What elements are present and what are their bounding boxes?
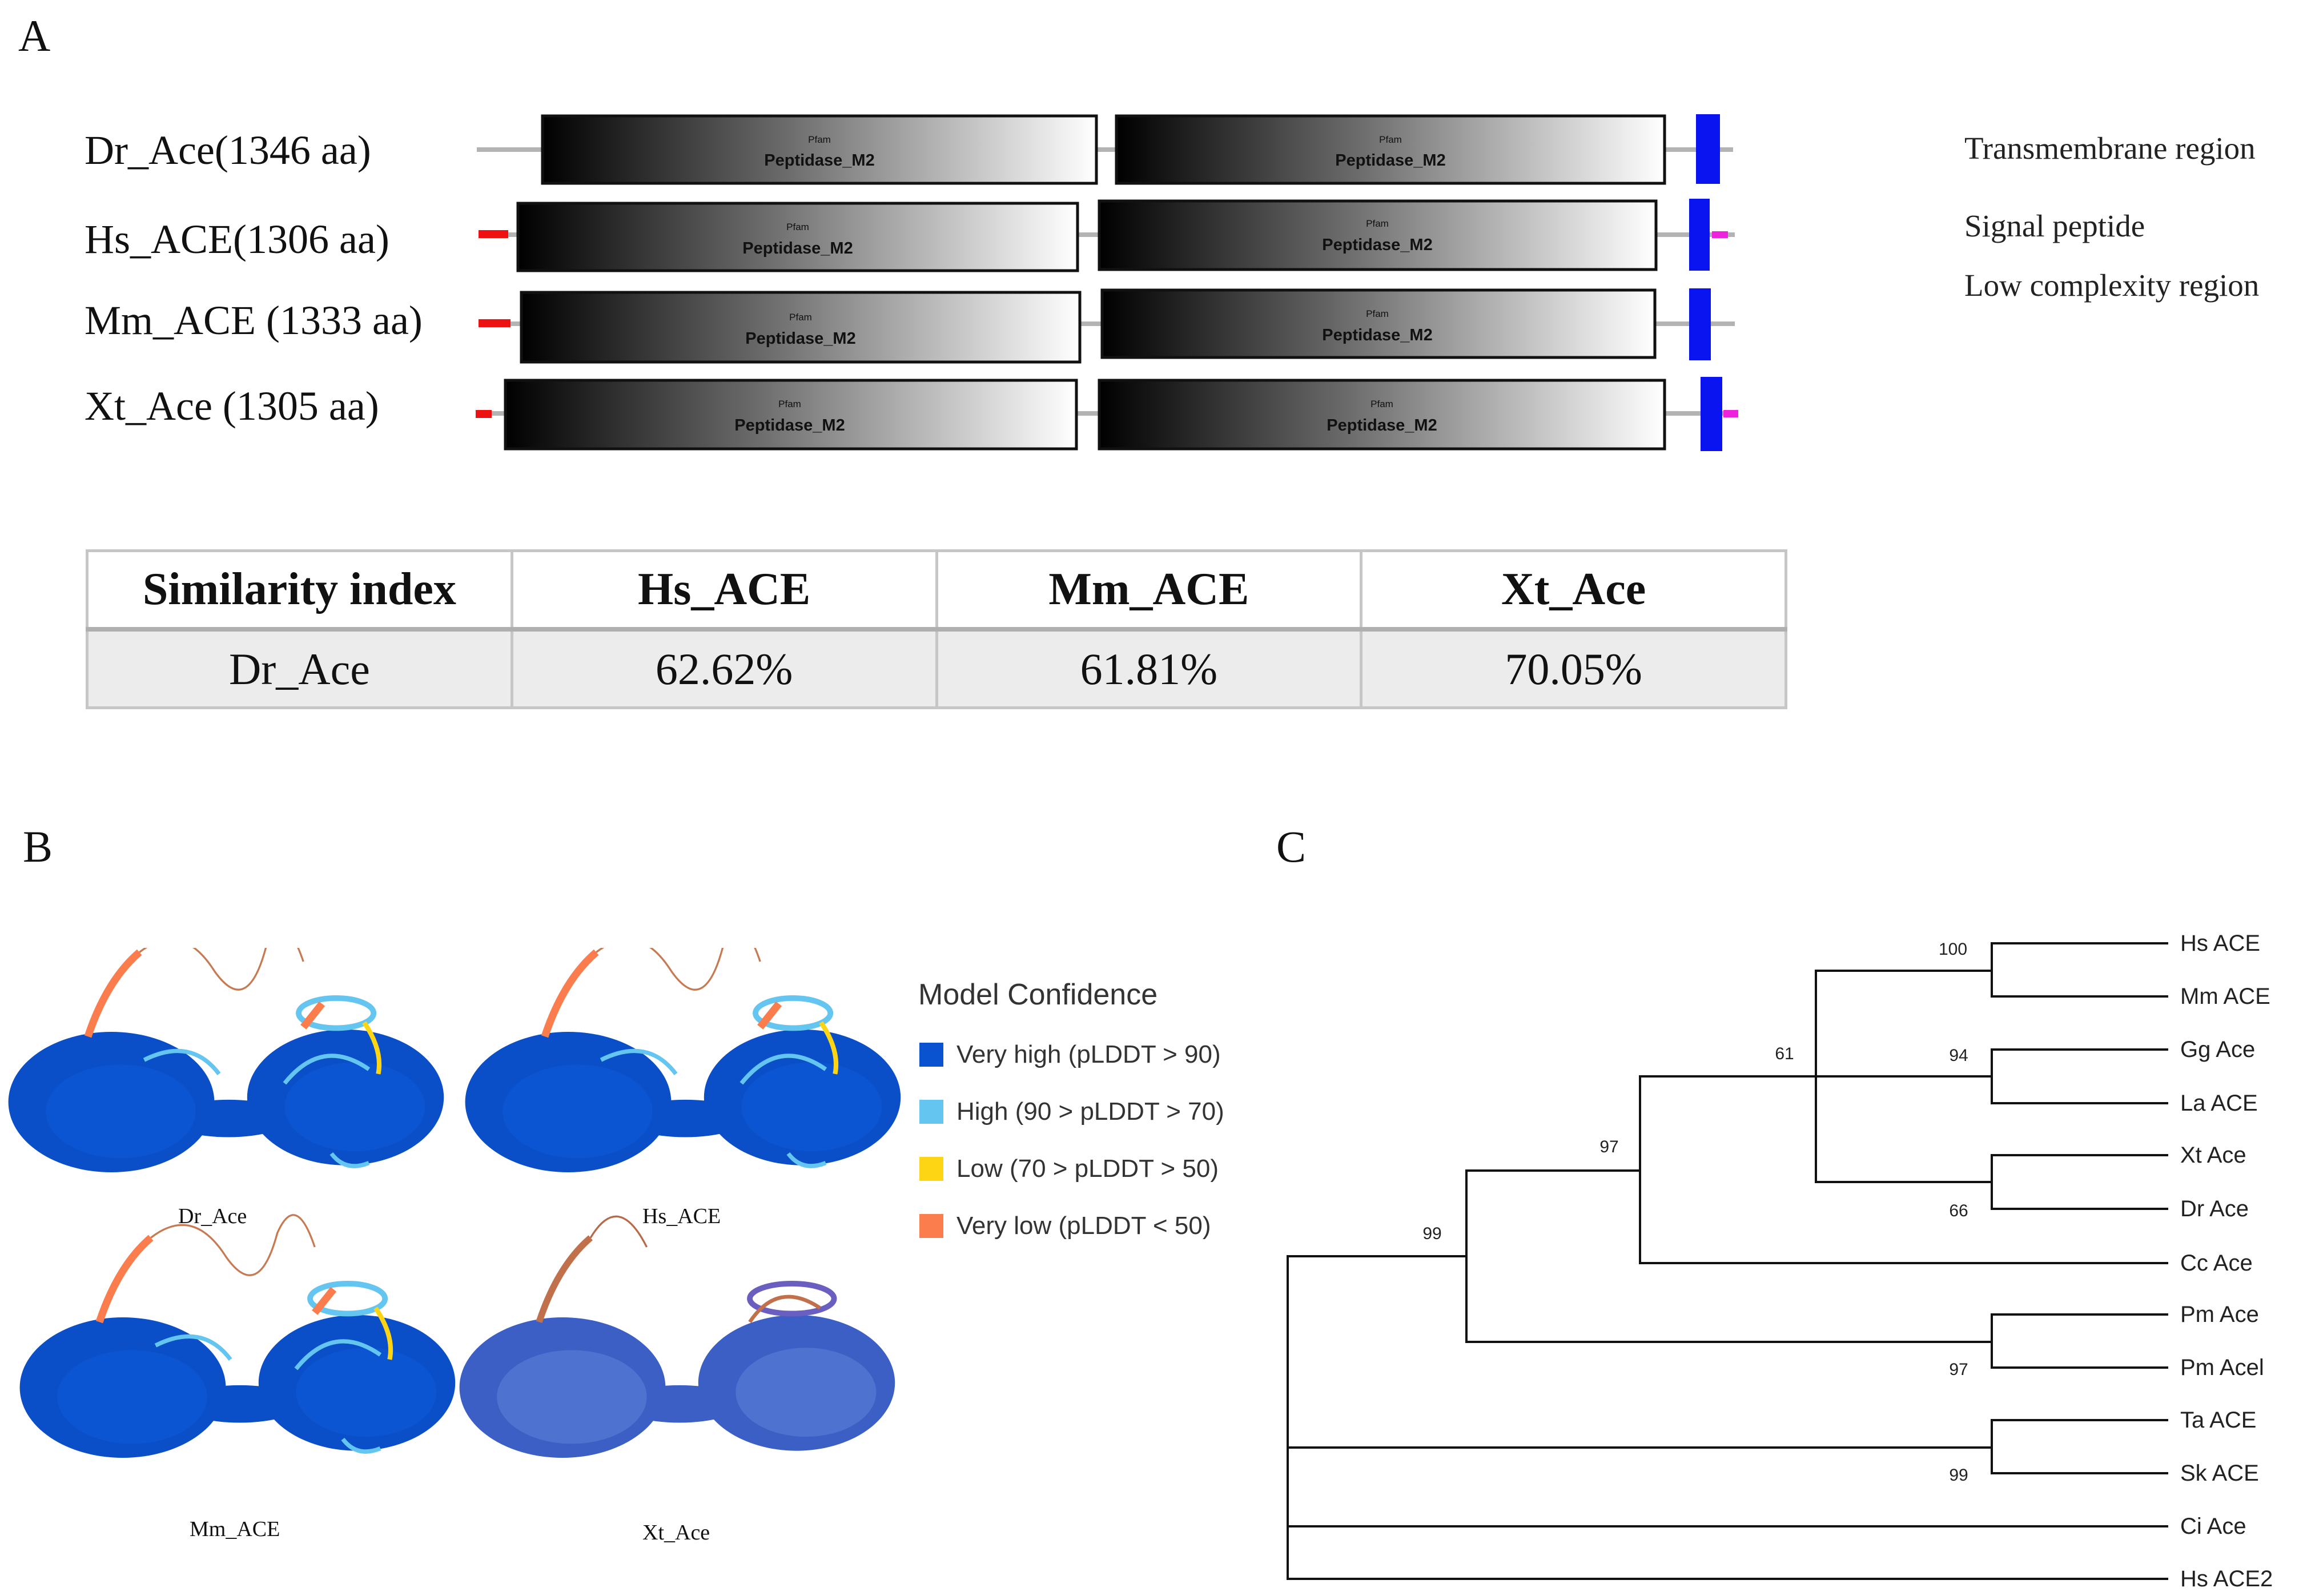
transmembrane-region [1689,288,1711,360]
domain-source: Pfam [1370,399,1393,409]
structure-label-xt-ace: Xt_Ace [642,1521,710,1545]
tree-leaf-label: Ta ACE [2180,1408,2256,1433]
bootstrap-value: 66 [1949,1201,1968,1220]
tree-leaf-label: Pm Ace [2180,1302,2259,1327]
transmembrane-region [1696,114,1720,184]
tree-leaf-label: Gg Ace [2180,1037,2255,1062]
tree-leaf-label: Pm Acel [2180,1355,2264,1380]
peptidase-m2-domain [1098,199,1658,271]
signal-peptide [479,230,508,238]
legend-label-low: Low (70 > pLDDT > 50) [956,1155,1219,1183]
protein-label-mm-ace: Mm_ACE (1333 aa) [85,298,423,343]
domain-source: Pfam [786,222,809,232]
bootstrap-value: 99 [1949,1466,1968,1485]
protein-label-dr-ace: Dr_Ace(1346 aa) [85,127,371,173]
tree-leaf-label: Dr Ace [2180,1196,2249,1221]
value-cell: 61.81% [935,628,1363,709]
similarity-table: Similarity index Hs_ACE Mm_ACE Xt_Ace Dr… [86,549,1787,709]
legend-label-transmembrane: Transmembrane region [1964,131,2256,166]
peptidase-m2-domain [520,291,1082,364]
legend-swatch-low [919,1157,943,1181]
legend-label-very-low: Very low (pLDDT < 50) [956,1212,1211,1240]
domain-label: Peptidase_M2 [745,329,855,348]
transmembrane-region [1701,377,1722,451]
domain-label: Peptidase_M2 [742,239,853,258]
protein-row-mm-ace [479,288,1735,364]
value-cell: 70.05% [1360,628,1787,709]
header-cell: Similarity index [86,549,513,632]
protein-backbone [477,147,1733,152]
domain-architecture-diagram: Pfam Peptidase_M2 Pfam Peptidase_M2 Pfam… [476,114,1738,451]
domain-source: Pfam [808,134,831,145]
tree-leaf-label: La ACE [2180,1091,2258,1116]
panel-letter-b: B [23,822,53,871]
signal-peptide [479,319,511,327]
legend-label-low-complexity: Low complexity region [1964,268,2260,303]
tree-leaf-label: Ci Ace [2180,1514,2246,1539]
legend-swatch-high [919,1100,943,1124]
header-cell: Hs_ACE [510,549,938,632]
peptidase-m2-domain [1100,288,1657,359]
domain-source: Pfam [778,399,801,409]
bootstrap-value: 99 [1422,1224,1441,1243]
low-complexity-region [1712,231,1728,238]
bootstrap-value: 100 [1939,940,1967,959]
legend-swatch-very-low [919,1214,943,1238]
tree-leaf-label: Hs ACE2 [2180,1566,2273,1591]
domain-label: Peptidase_M2 [734,416,845,435]
header-cell: Xt_Ace [1360,549,1787,632]
legend-label-high: High (90 > pLDDT > 70) [956,1097,1224,1125]
header-cell: Mm_ACE [935,549,1363,632]
protein-label-xt-ace: Xt_Ace (1305 aa) [85,383,379,429]
domain-source: Pfam [1366,308,1389,319]
table-row: Dr_Ace 62.62% 61.81% 70.05% [86,628,1787,709]
bootstrap-value: 94 [1949,1046,1968,1065]
similarity-table-header: Similarity index Hs_ACE Mm_ACE Xt_Ace [86,549,1787,632]
structure-label-dr-ace: Dr_Ace [178,1204,247,1228]
tree-leaf-label: Xt Ace [2180,1143,2246,1168]
low-complexity-region [1723,410,1738,417]
peptidase-m2-domain [1098,379,1666,451]
peptidase-m2-domain [1115,114,1666,185]
domain-source: Pfam [1379,134,1402,145]
bootstrap-value: 97 [1949,1360,1968,1379]
domain-label: Peptidase_M2 [1335,151,1445,170]
domain-label: Peptidase_M2 [764,151,874,170]
peptidase-m2-domain [516,202,1079,272]
domain-label: Peptidase_M2 [1327,416,1437,435]
tree-leaf-label: Sk ACE [2180,1461,2259,1486]
tree-leaf-label: Cc Ace [2180,1251,2253,1276]
domain-label: Peptidase_M2 [1322,236,1432,254]
panel-letter-c: C [1276,822,1307,871]
legend-label-signal-peptide: Signal peptide [1964,208,2145,243]
protein-label-hs-ace: Hs_ACE(1306 aa) [85,216,389,262]
signal-peptide [476,410,492,418]
domain-source: Pfam [789,312,812,323]
transmembrane-region [1689,199,1710,271]
legend-label-very-high: Very high (pLDDT > 90) [956,1040,1221,1068]
tree-leaf-label: Mm ACE [2180,984,2270,1009]
panel-letter-a: A [18,11,51,61]
structure-label-mm-ace: Mm_ACE [190,1517,280,1541]
tree-leaf-label: Hs ACE [2180,931,2260,956]
domain-label: Peptidase_M2 [1322,326,1432,344]
structure-label-hs-ace: Hs_ACE [642,1204,721,1228]
domain-source: Pfam [1366,218,1389,229]
value-cell: 62.62% [510,628,938,709]
protein-row-dr-ace [477,114,1733,185]
model-confidence-title: Model Confidence [918,978,1158,1011]
legend-swatch-very-high [919,1043,943,1067]
row-label-cell: Dr_Ace [86,628,513,709]
protein-row-xt-ace [476,377,1738,451]
bootstrap-value: 61 [1775,1044,1794,1063]
bootstrap-value: 97 [1599,1137,1618,1156]
protein-row-hs-ace [479,199,1735,272]
peptidase-m2-domain [541,114,1098,185]
peptidase-m2-domain [504,379,1078,451]
